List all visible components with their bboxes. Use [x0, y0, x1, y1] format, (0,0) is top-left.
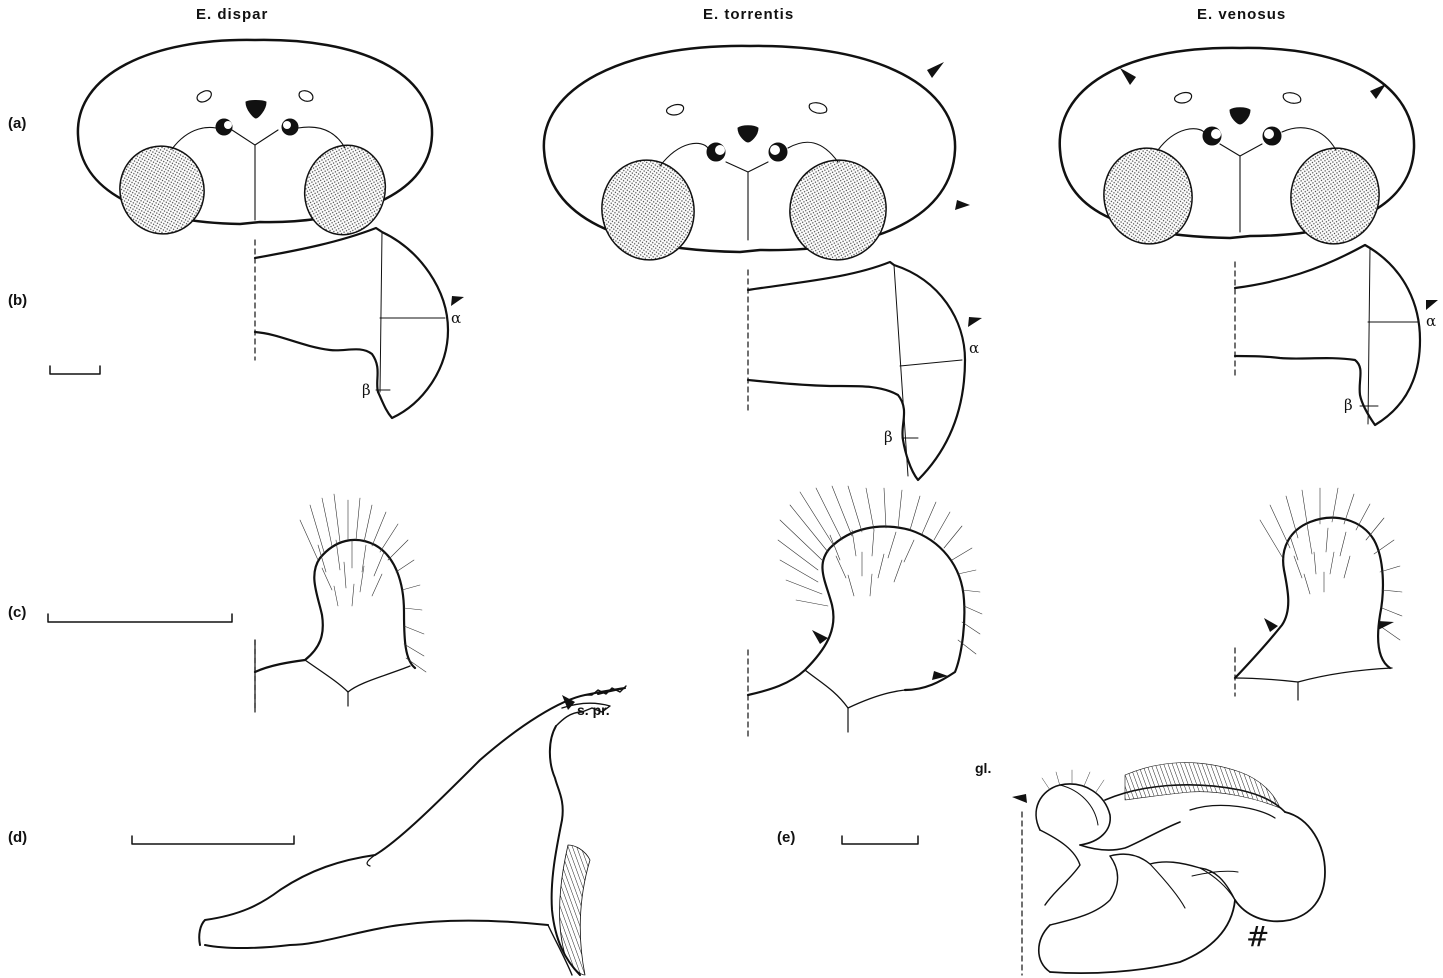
row-label-e: (e): [777, 829, 795, 846]
gland-label: gl.: [975, 760, 991, 776]
alpha-label-torrentis: α: [969, 339, 979, 357]
row-label-b: (b): [8, 292, 27, 309]
spine-process-label: s. pr.: [577, 702, 610, 718]
scale-bars: [48, 366, 918, 844]
alpha-label-venosus: α: [1426, 312, 1436, 330]
head-venosus: [1060, 48, 1414, 251]
beta-label-torrentis: β: [884, 428, 893, 446]
structure-e: [1022, 763, 1325, 975]
species-title-dispar: E. dispar: [196, 6, 268, 23]
row-label-d: (d): [8, 829, 27, 846]
head-dispar: [78, 40, 432, 244]
beta-label-venosus: β: [1344, 396, 1353, 414]
appendage-torrentis: [748, 486, 982, 740]
row-label-c: (c): [8, 604, 26, 621]
row-label-a: (a): [8, 115, 26, 132]
beta-label-dispar: β: [362, 381, 371, 399]
profile-torrentis: [748, 262, 965, 480]
profile-venosus: [1235, 245, 1420, 425]
profile-dispar: [255, 228, 448, 418]
structure-d: [199, 686, 626, 975]
head-torrentis: [544, 46, 955, 271]
artist-signature: #: [1246, 920, 1269, 953]
appendage-dispar: [255, 494, 426, 712]
appendage-venosus: [1235, 488, 1402, 700]
species-title-venosus: E. venosus: [1197, 6, 1286, 23]
alpha-label-dispar: α: [451, 309, 461, 327]
species-title-torrentis: E. torrentis: [703, 6, 794, 23]
